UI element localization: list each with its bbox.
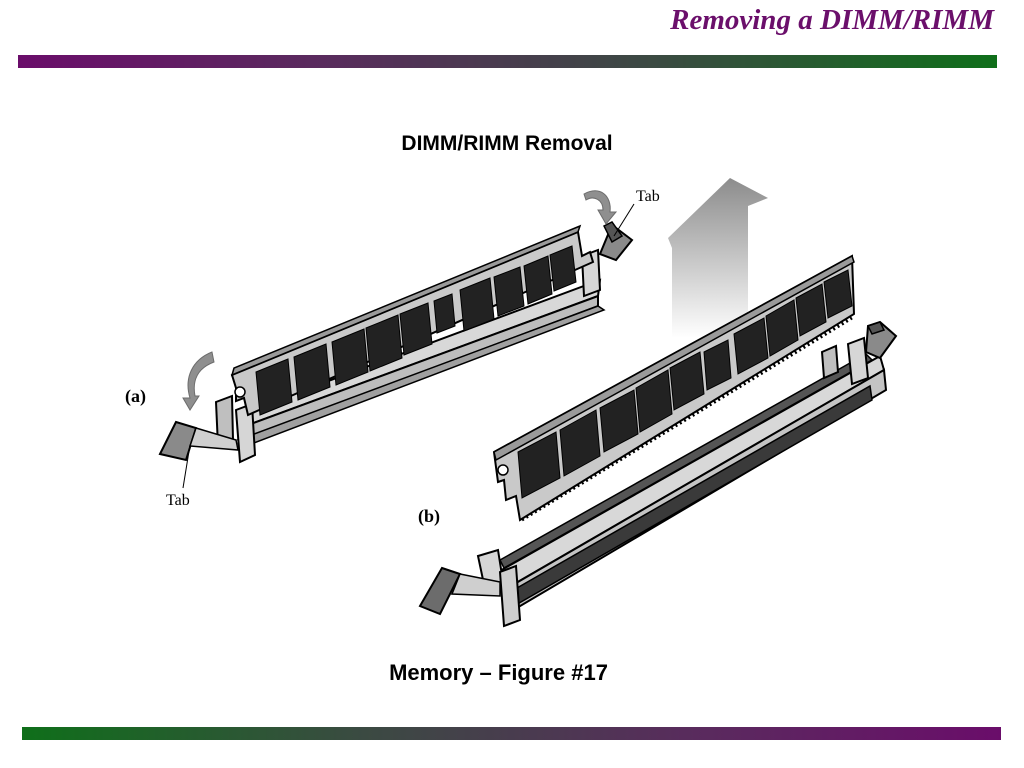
tab-top-label: Tab xyxy=(636,188,660,205)
socket-b xyxy=(476,336,888,628)
lift-up-arrow xyxy=(668,178,768,338)
label-b: (b) xyxy=(418,506,440,527)
tab-top-leader xyxy=(613,203,635,237)
diagram-title: DIMM/RIMM Removal xyxy=(401,132,613,155)
socket-b-right-tab xyxy=(864,320,898,360)
socket-b-left-tab xyxy=(418,566,501,616)
socket-a xyxy=(214,248,606,464)
footer-divider-bar xyxy=(22,727,1001,740)
tab-bottom-label: Tab xyxy=(166,492,190,509)
release-arrow-top xyxy=(583,190,618,225)
label-a: (a) xyxy=(125,386,146,407)
module-b-group: (b) xyxy=(418,178,898,628)
figure-caption: Memory – Figure #17 xyxy=(389,660,608,685)
tab-bottom-latch xyxy=(158,420,239,462)
memory-module-a xyxy=(230,224,595,417)
tab-bottom-leader xyxy=(182,444,191,489)
tab-top-latch xyxy=(598,221,634,262)
memory-chips-b xyxy=(517,269,853,499)
slide-title: Removing a DIMM/RIMM xyxy=(670,4,994,36)
memory-module-b xyxy=(492,254,856,522)
header-divider-bar xyxy=(18,55,997,68)
module-a-group: Tab Tab (a) xyxy=(125,188,660,509)
memory-chips-a xyxy=(255,245,577,416)
release-arrow-bottom xyxy=(182,351,215,411)
